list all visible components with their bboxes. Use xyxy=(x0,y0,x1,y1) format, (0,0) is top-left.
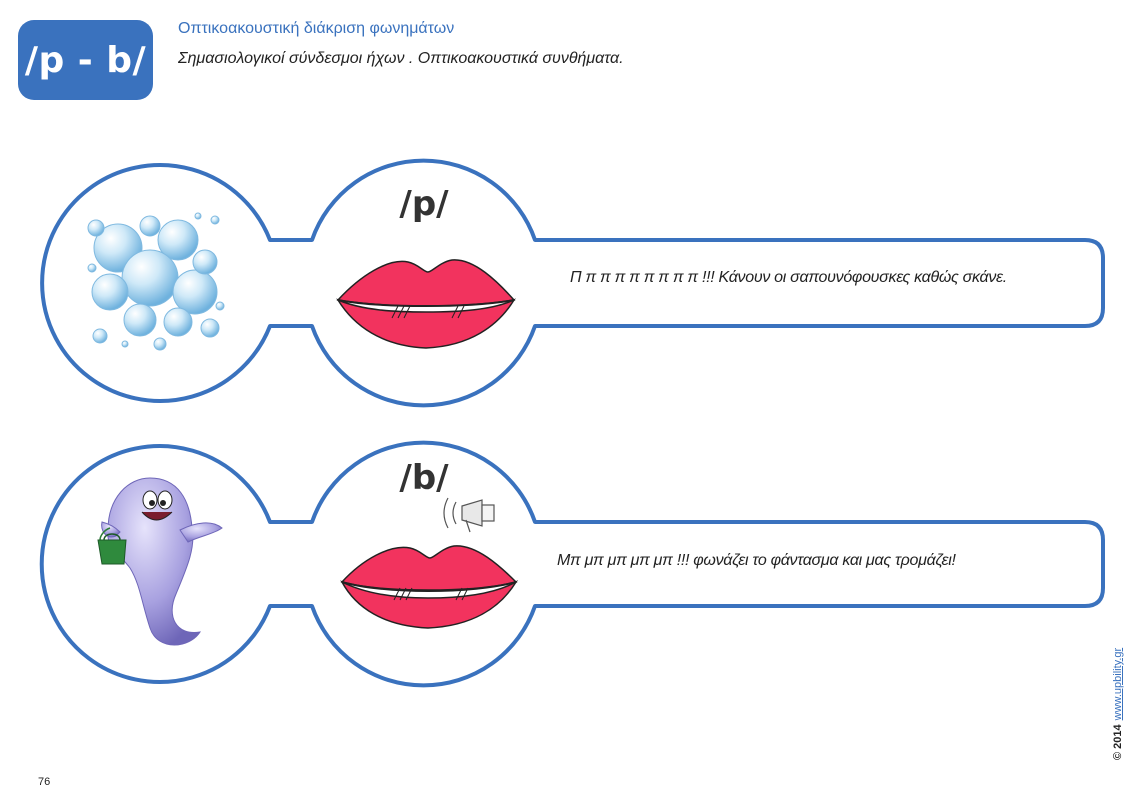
card-p-sentence: Π π π π π π π π π !!! Κάνουν οι σαπουνόφ… xyxy=(570,269,1007,286)
lips-closed-icon xyxy=(336,259,516,349)
ghost-icon xyxy=(97,477,223,646)
page-title: Οπτικοακουστική διάκριση φωνημάτων xyxy=(178,20,455,37)
card-b-outline xyxy=(39,440,1105,688)
phoneme-label-b: /b/ xyxy=(399,458,449,498)
website-link[interactable]: www.upbility.gr xyxy=(1112,647,1124,721)
phoneme-pair-badge: /p - b/ xyxy=(18,20,153,100)
page-number: 76 xyxy=(38,776,51,788)
megaphone-icon xyxy=(443,497,495,533)
page-subtitle: Σημασιολογικοί σύνδεσμοι ήχων . Οπτικοακ… xyxy=(178,50,624,67)
card-p-outline xyxy=(40,158,1105,408)
soap-bubbles-icon xyxy=(87,212,225,351)
copyright-text: © 2014 xyxy=(1112,724,1124,760)
lips-open-icon xyxy=(340,545,519,629)
copyright-credit: © 2014 www.upbility.gr xyxy=(1112,648,1124,760)
card-b-sentence: Μπ μπ μπ μπ μπ !!! φωνάζει το φάντασμα κ… xyxy=(557,552,956,569)
phoneme-label-p: /p/ xyxy=(399,184,449,224)
